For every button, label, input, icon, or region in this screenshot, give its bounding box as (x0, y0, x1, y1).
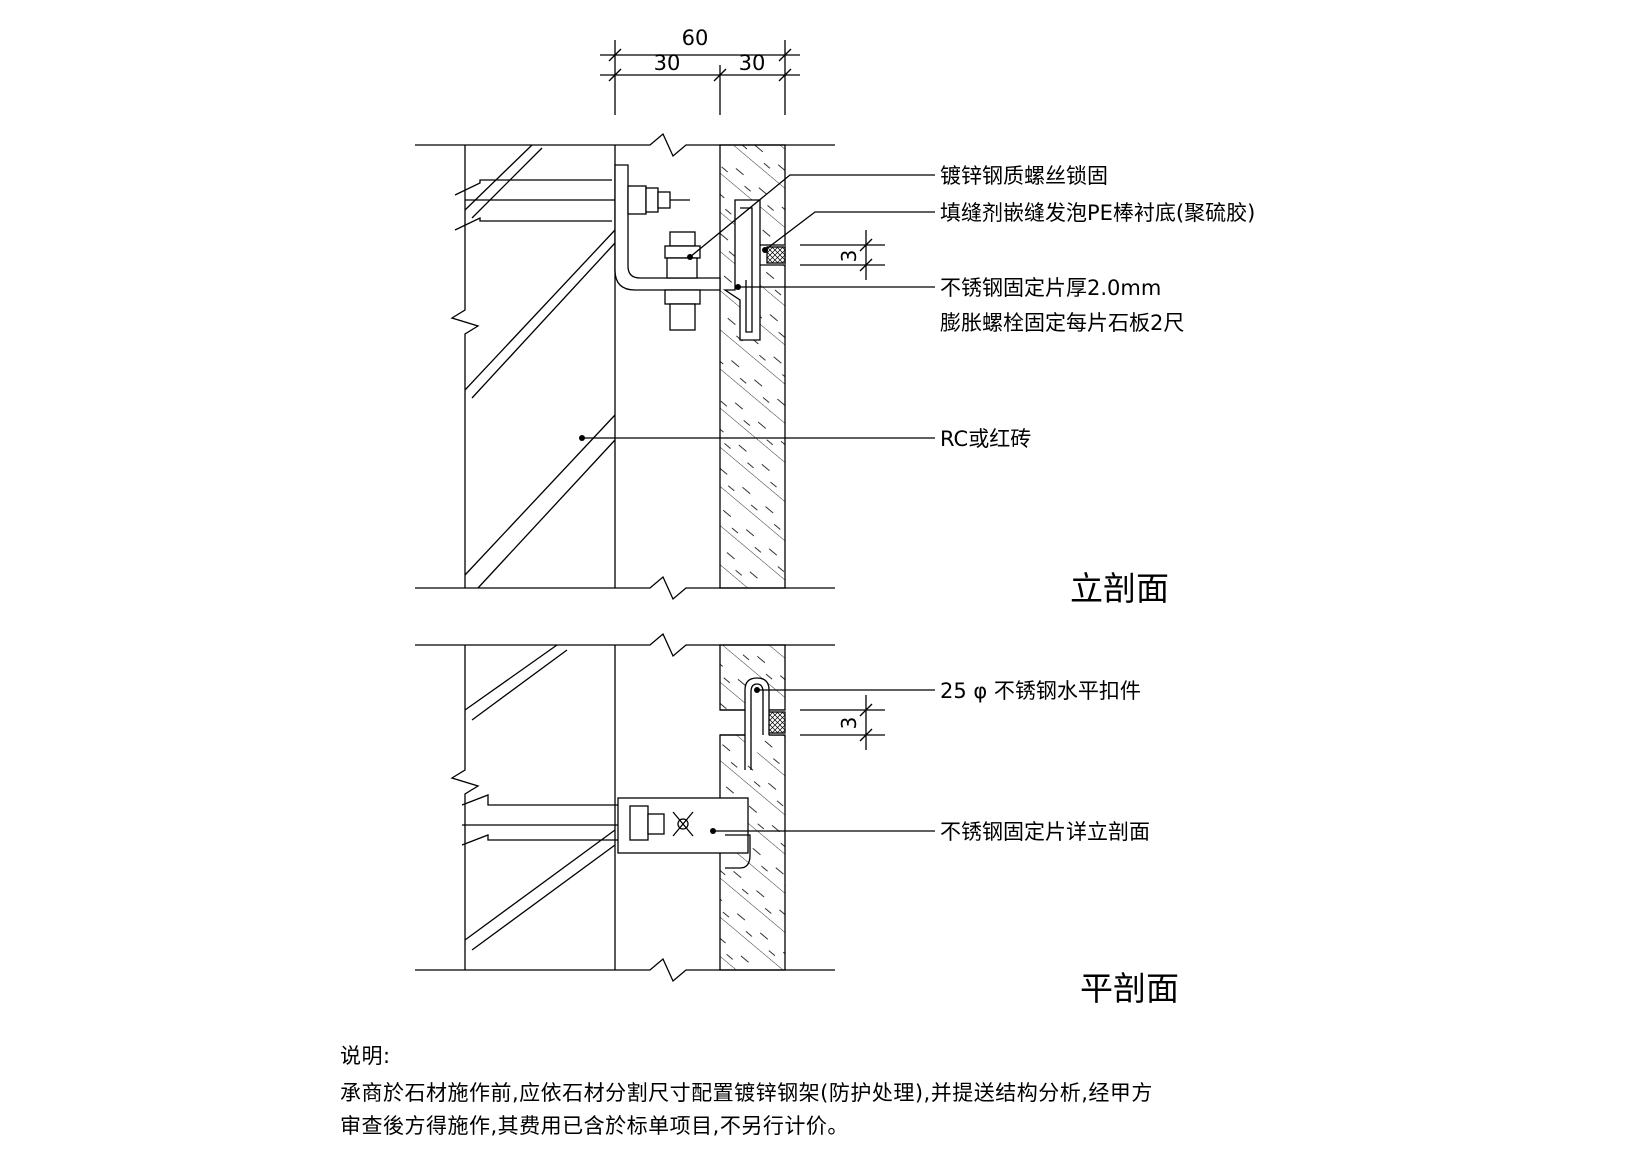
horizontal-section (415, 632, 935, 983)
vertical-section (415, 132, 935, 601)
dim-joint-lower: 3 (837, 717, 861, 730)
notes-heading: 说明: (340, 1044, 391, 1068)
title-horizontal-section: 平剖面 (1080, 969, 1179, 1008)
dim-left: 30 (654, 51, 681, 75)
label-plate-detail: 不锈钢固定片详立剖面 (940, 820, 1150, 844)
label-plate-line1: 不锈钢固定片厚2.0mm (940, 276, 1161, 300)
dimension-60 (600, 40, 800, 115)
notes-line2: 审查後方得施作,其费用已含於标单项目,不另行计价。 (340, 1114, 849, 1138)
leader-dots (579, 247, 768, 834)
label-bolt: 镀锌钢质螺丝锁固 (940, 164, 1108, 188)
label-sealant: 填缝剂嵌缝发泡PE棒衬底(聚硫胶) (940, 201, 1255, 225)
dim-joint-upper: 3 (837, 250, 861, 263)
dim-right: 30 (739, 51, 766, 75)
label-plate-line2: 膨胀螺栓固定每片石板2尺 (940, 311, 1184, 335)
label-wall: RC或红砖 (940, 427, 1031, 451)
notes-line1: 承商於石材施作前,应依石材分割尺寸配置镀锌钢架(防护处理),并提送结构分析,经甲… (340, 1081, 1153, 1105)
label-clip: 25 φ 不锈钢水平扣件 (940, 679, 1141, 703)
title-vertical-section: 立剖面 (1070, 569, 1169, 608)
dim-total: 60 (682, 26, 709, 50)
